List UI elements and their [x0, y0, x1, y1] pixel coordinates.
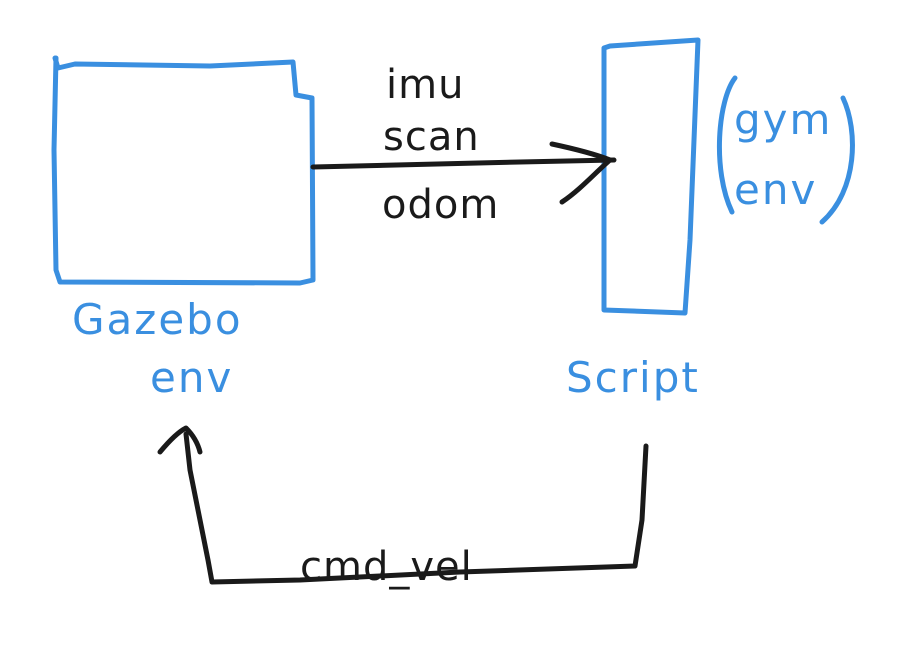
arrow-script-to-gazebo-head [157, 425, 203, 455]
edge-label-cmd-vel: cmd_vel [300, 544, 473, 590]
edge-label-odom: odom [382, 182, 499, 228]
gazebo-env-box [51, 55, 316, 286]
arrow-gazebo-to-script-head [549, 141, 613, 205]
gym-env-right-paren [819, 95, 855, 225]
gazebo-env-label: env [150, 353, 233, 402]
edge-label-imu: imu [386, 62, 464, 108]
gazebo-label: Gazebo [72, 295, 243, 344]
script-label: Script [566, 353, 700, 402]
script-box [601, 37, 701, 316]
arrow-gazebo-to-script-line [310, 157, 617, 170]
arrow-script-to-gazebo-line [183, 431, 649, 585]
gym-env-left-paren [716, 75, 738, 215]
edge-label-scan: scan [383, 114, 480, 160]
gym-label: gym [734, 95, 832, 144]
gym-env-label: env [734, 165, 817, 214]
